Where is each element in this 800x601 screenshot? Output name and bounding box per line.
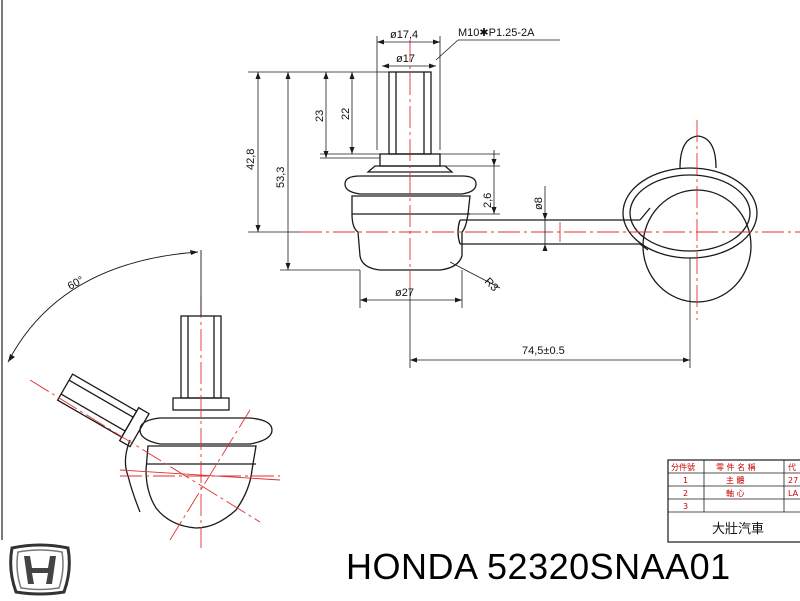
table-header-partno: 分件號 bbox=[671, 462, 695, 472]
dim-r3: R3 bbox=[482, 276, 500, 294]
dimension-arrows bbox=[255, 39, 690, 363]
dim-thread: M10✱P1.25-2A bbox=[458, 27, 535, 39]
flange bbox=[344, 175, 477, 195]
dim-42-8: 42,8 bbox=[245, 149, 257, 170]
dim-angle-60: 60° bbox=[66, 274, 86, 292]
dim-d17: ø17 bbox=[396, 53, 415, 65]
angle-arc bbox=[7, 250, 202, 363]
honda-logo bbox=[6, 542, 74, 601]
part-number-label: HONDA 52320SNAA01 bbox=[346, 546, 731, 587]
dim-d17-4: ø17,4 bbox=[390, 29, 418, 41]
company-name: 大壯汽車 bbox=[712, 522, 764, 537]
table-cell: 主 體 bbox=[726, 475, 745, 485]
table-header-name: 零 件 名 稱 bbox=[716, 462, 756, 472]
parts-table: 分件號 零 件 名 稱 代 1 主 體 27 2 軸 心 LA 3 大壯汽車 bbox=[667, 459, 800, 543]
dim-d27: ø27 bbox=[395, 287, 414, 299]
eye-stud bbox=[679, 135, 717, 169]
dim-d8: ø8 bbox=[533, 197, 545, 210]
table-cell: 1 bbox=[683, 476, 688, 485]
dim-74-5: 74,5±0.5 bbox=[522, 345, 565, 357]
rotated-centerlines bbox=[29, 296, 281, 548]
side-view bbox=[344, 71, 758, 303]
table-cell: 3 bbox=[683, 502, 688, 511]
dim-2-6: 2,6 bbox=[482, 193, 494, 208]
table-header-code: 代 bbox=[788, 462, 796, 472]
table-cell: 軸 心 bbox=[726, 488, 745, 498]
dim-23: 23 bbox=[314, 110, 326, 122]
ball-housing bbox=[351, 195, 471, 271]
dim-22: 22 bbox=[340, 108, 352, 120]
table-cell: 2 bbox=[683, 489, 688, 498]
table-cell: LA bbox=[788, 489, 799, 498]
centerlines bbox=[300, 40, 800, 320]
dimension-lines bbox=[248, 36, 691, 368]
table-cell: 27 bbox=[788, 476, 798, 485]
rotated-view bbox=[56, 315, 273, 529]
dim-53-3: 53,3 bbox=[275, 167, 287, 188]
angle-arrows bbox=[8, 250, 198, 362]
rotated-housing bbox=[145, 445, 257, 529]
